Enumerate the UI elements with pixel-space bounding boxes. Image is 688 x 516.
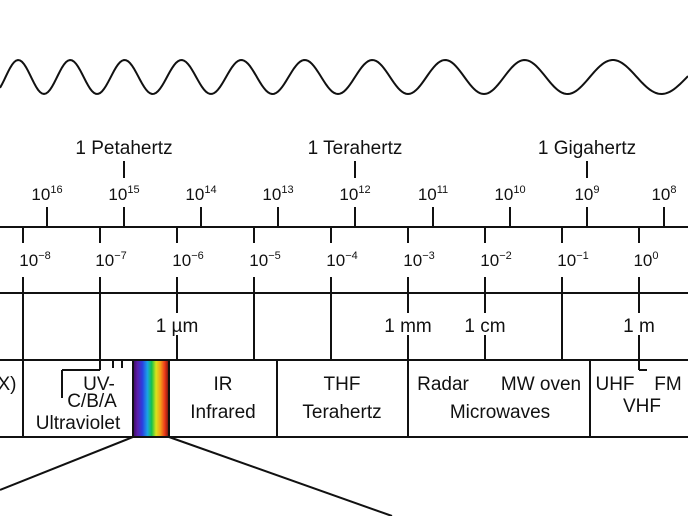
frequency-tick-label: 1010 [494, 184, 525, 204]
frequency-ticks [46, 207, 665, 227]
frequency-tick-label: 108 [651, 184, 676, 204]
band-label-ultraviolet: Ultraviolet [36, 413, 121, 434]
band-label-thf-short: THF [324, 374, 361, 395]
visible-spectrum-strip [132, 359, 170, 438]
wavelength-tick-label: 10−7 [95, 250, 126, 270]
named-frequency-label: 1 Gigahertz [538, 138, 636, 159]
band-label-microwaves: Microwaves [450, 402, 550, 423]
wavelength-tick-label: 10−1 [557, 250, 588, 270]
band-label-infrared: Infrared [190, 402, 255, 423]
frequency-tick-label: 1015 [108, 184, 139, 204]
frequency-tick-label: 1013 [262, 184, 293, 204]
band-label-fm: FM [654, 374, 681, 395]
wavelength-tick-label: 10−2 [480, 250, 511, 270]
frequency-tick-label: 1014 [185, 184, 216, 204]
band-label-ir-short: IR [214, 374, 233, 395]
frequency-tick-label: 109 [574, 184, 599, 204]
wavelength-tick-label: 100 [633, 250, 658, 270]
wavelength-tick-label: 10−4 [326, 250, 357, 270]
band-label-uv-sub: C/B/A [67, 391, 117, 412]
named-frequency-label: 1 Petahertz [75, 138, 172, 159]
zoom-line-right [168, 436, 393, 516]
band-label-vhf: VHF [623, 396, 661, 417]
wavelength-ticks-upper [22, 227, 640, 243]
band-label-xray: X) [0, 374, 17, 395]
band-label-uhf: UHF [595, 374, 634, 395]
wave-illustration [0, 58, 688, 96]
wavelength-tick-label: 10−5 [249, 250, 280, 270]
band-label-radar: Radar [417, 374, 469, 395]
band-labels: X) UV- C/B/A Ultraviolet IR Infrared THF… [0, 374, 682, 434]
wavelength-tick-label: 10−3 [403, 250, 434, 270]
named-frequency-label: 1 Terahertz [308, 138, 403, 159]
wavelength-tick-label: 10−8 [19, 250, 50, 270]
named-wavelength-label: 1 µm [156, 316, 199, 337]
frequency-tick-label: 1016 [31, 184, 62, 204]
band-dividers [22, 360, 647, 437]
wavelength-tick-label: 10−6 [172, 250, 203, 270]
named-wavelength-label: 1 cm [464, 316, 505, 337]
wavelength-ticks-lower [22, 277, 640, 370]
frequency-tick-label: 1011 [418, 184, 448, 204]
zoom-line-left [0, 436, 134, 491]
frequency-tick-label: 1012 [339, 184, 370, 204]
band-label-mw-oven: MW oven [501, 374, 581, 395]
frequency-tick-labels: 1016 1015 1014 1013 1012 1011 1010 109 1… [31, 184, 676, 204]
wavelength-tick-labels: 10−8 10−7 10−6 10−5 10−4 10−3 10−2 10−1 … [19, 250, 658, 270]
band-label-uv-short: UV- [83, 374, 115, 395]
named-wavelength-label: 1 m [623, 316, 655, 337]
named-wavelength-group: 1 µm 1 mm 1 cm 1 m [156, 293, 655, 437]
named-wavelength-label: 1 mm [384, 316, 432, 337]
named-frequency-group: 1 Petahertz 1 Terahertz 1 Gigahertz [75, 138, 636, 178]
band-label-terahertz: Terahertz [302, 402, 381, 423]
